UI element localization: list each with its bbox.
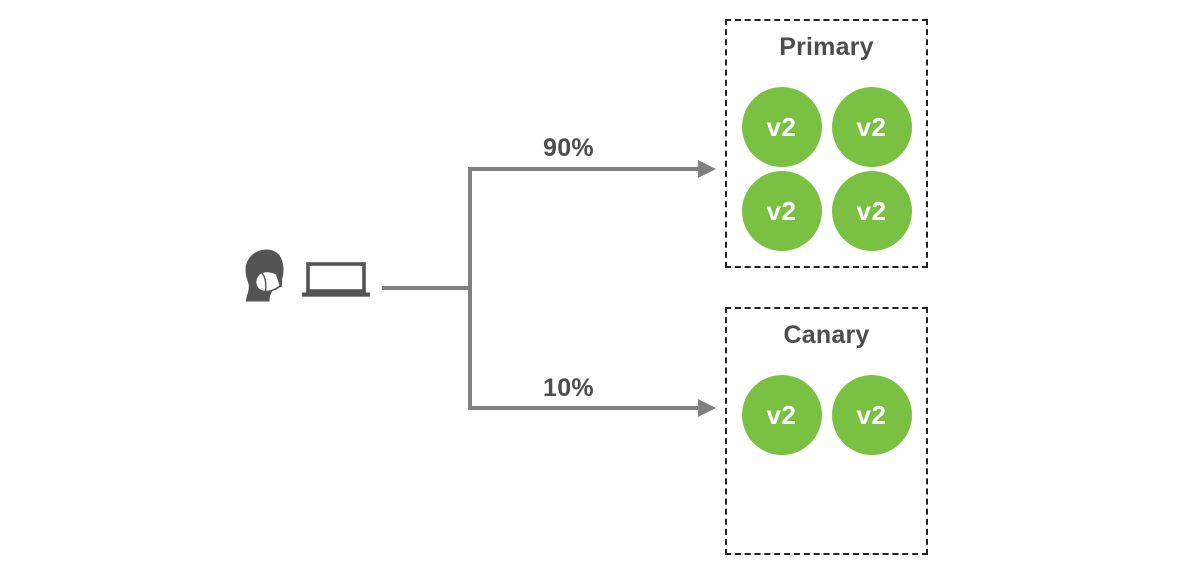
pod: v2 — [741, 87, 822, 167]
group-canary: Canary v2 v2 — [725, 307, 928, 555]
edge-label-canary: 10% — [543, 374, 594, 402]
pod: v2 — [831, 87, 912, 167]
pod: v2 — [741, 375, 822, 455]
group-primary-title: Primary — [779, 33, 874, 61]
arrowhead-primary — [698, 160, 716, 178]
client-node — [236, 246, 376, 304]
pod: v2 — [741, 171, 822, 251]
pod: v2 — [831, 375, 912, 455]
group-canary-pods: v2 v2 — [741, 375, 912, 459]
pod-row: v2 v2 — [741, 171, 912, 251]
edge-label-primary: 90% — [543, 134, 594, 162]
pod-row: v2 v2 — [741, 87, 912, 167]
person-with-face-mask-icon — [245, 249, 284, 302]
group-primary: Primary v2 v2 v2 v2 — [725, 19, 928, 268]
group-canary-title: Canary — [783, 321, 870, 349]
group-primary-pods: v2 v2 v2 v2 — [741, 87, 912, 255]
laptop-icon — [302, 262, 370, 297]
pod: v2 — [831, 171, 912, 251]
pod-row: v2 v2 — [741, 375, 912, 455]
arrowhead-canary — [698, 399, 716, 417]
